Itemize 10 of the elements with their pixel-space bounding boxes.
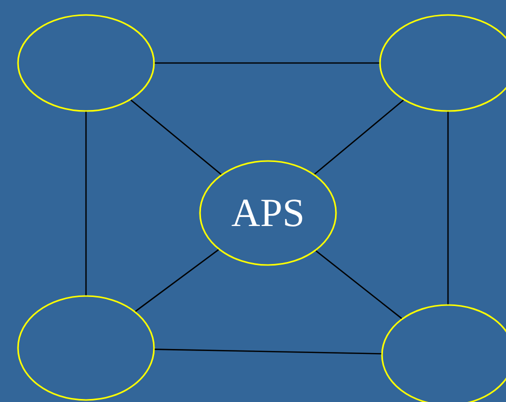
- connector-line: [135, 249, 219, 312]
- empty-ellipse: [17, 295, 155, 401]
- empty-ellipse: [17, 14, 155, 112]
- connector-line: [154, 348, 382, 354]
- connector-line: [447, 112, 449, 304]
- connector-line: [130, 99, 222, 175]
- connector-line: [154, 62, 380, 64]
- connector-line: [316, 250, 402, 319]
- connector-line: [85, 112, 87, 296]
- connector-line: [314, 100, 404, 175]
